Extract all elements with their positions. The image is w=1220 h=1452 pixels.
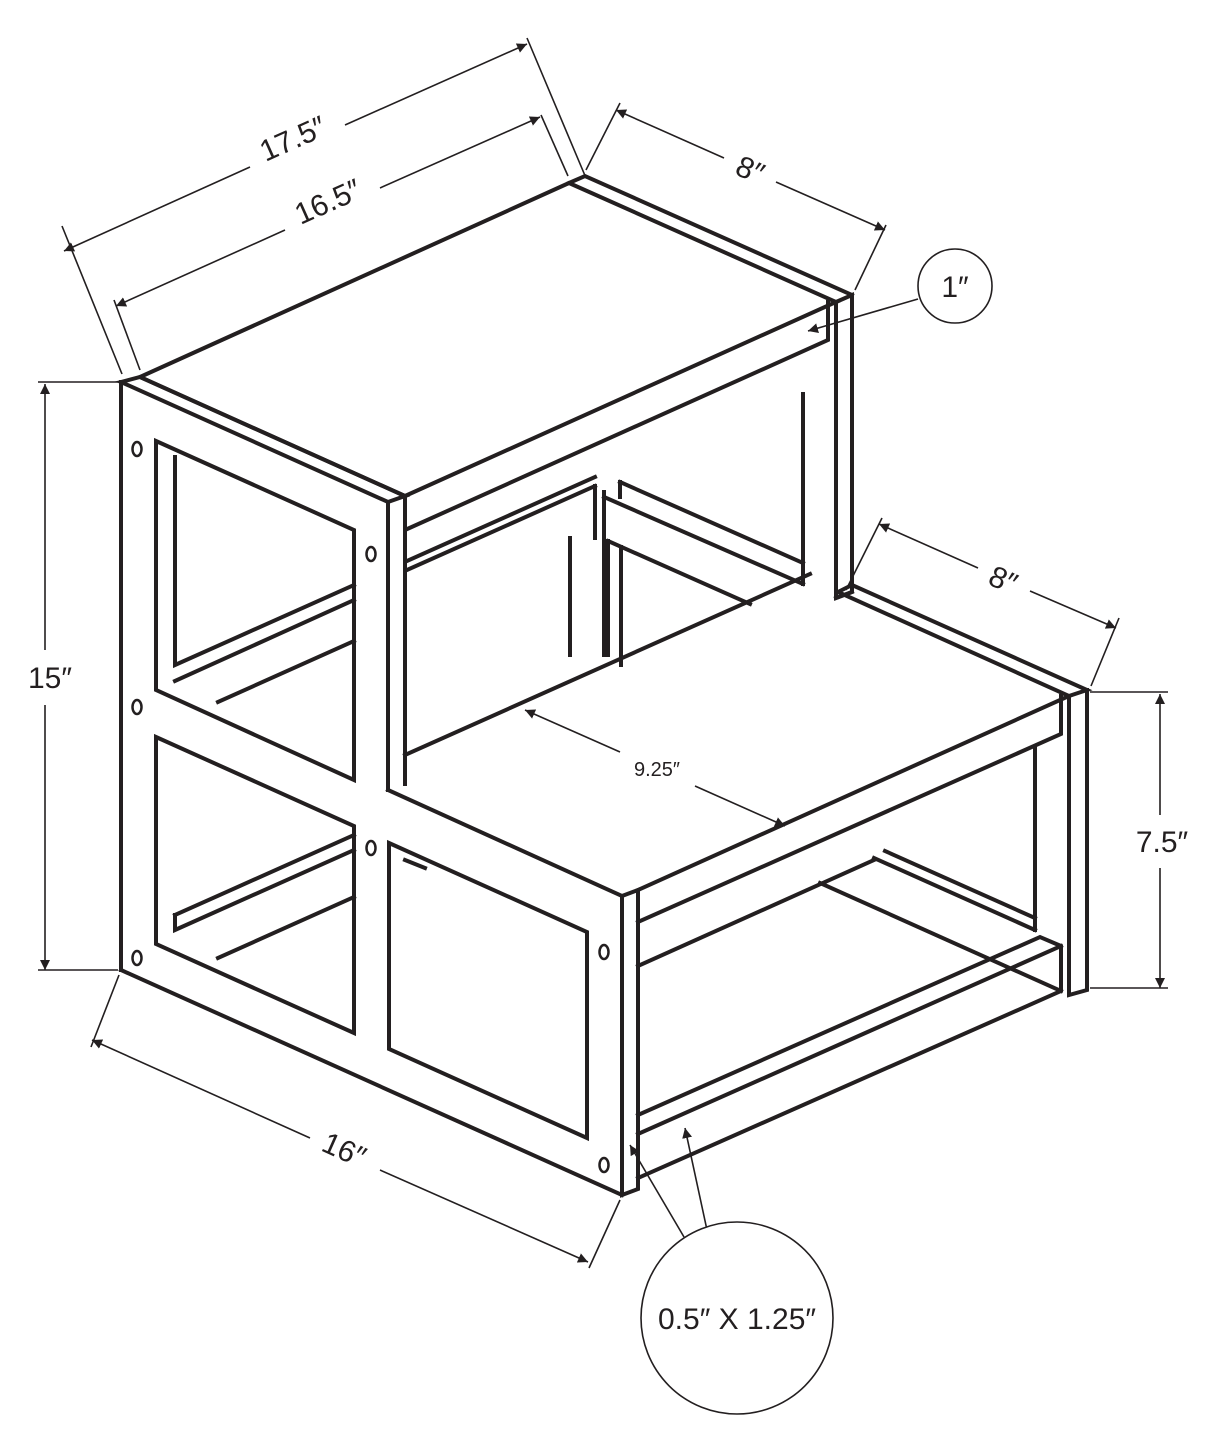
dim-step-height: 7.5″ (1136, 826, 1189, 859)
dim-frame-section: 0.5″ X 1.25″ (658, 1303, 816, 1336)
dim-overall-height: 15″ (28, 662, 72, 695)
dim-base-depth: 16″ (317, 1126, 371, 1174)
top-board (135, 173, 855, 534)
step-board (402, 571, 1093, 1181)
callout-bubble-thickness (917, 248, 993, 324)
stool-drawing (115, 173, 1093, 1198)
dim-top-width-outer: 17.5″ (255, 110, 332, 168)
front-leg (620, 887, 640, 1198)
dim-step-inner-depth: 9.25″ (634, 759, 680, 781)
left-side-panel (115, 374, 625, 1198)
callout-bubble-section (640, 1221, 834, 1415)
dimension-lines (38, 37, 1168, 1269)
interior-rails (172, 455, 806, 961)
dim-step-depth: 8″ (984, 560, 1023, 601)
dim-top-thickness: 1″ (941, 271, 969, 304)
dim-top-width-inner: 16.5″ (290, 173, 367, 231)
dim-top-depth: 8″ (731, 150, 770, 191)
